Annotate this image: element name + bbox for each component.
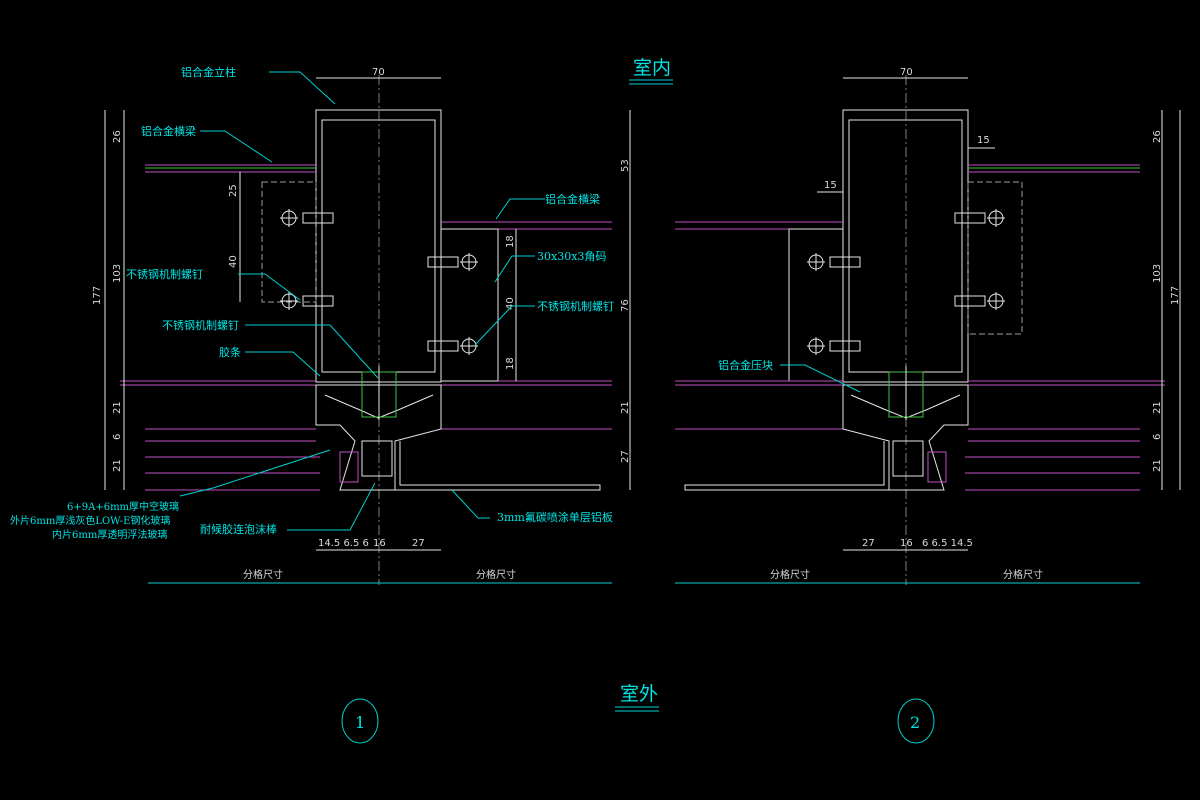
indoor-title: 室内: [633, 57, 671, 79]
label-transom-left: 铝合金横梁: [141, 124, 196, 138]
svg-text:分格尺寸: 分格尺寸: [243, 568, 283, 581]
svg-text:18: 18: [505, 235, 516, 248]
svg-text:18: 18: [505, 357, 516, 370]
svg-text:103: 103: [112, 264, 123, 283]
svg-text:26: 26: [1152, 130, 1163, 143]
svg-text:40: 40: [228, 255, 239, 268]
svg-text:6: 6: [112, 434, 123, 440]
svg-text:分格尺寸: 分格尺寸: [476, 568, 516, 581]
detail-bubble-1: 1: [341, 698, 379, 744]
label-gasket: 胶条: [219, 345, 241, 359]
svg-text:103: 103: [1152, 264, 1163, 283]
label-transom-right: 铝合金横梁: [545, 192, 600, 206]
svg-text:27: 27: [620, 450, 631, 463]
label-pressure-plate: 铝合金压块: [718, 358, 773, 372]
svg-text:6: 6: [1152, 434, 1163, 440]
label-panel: 3mm氟碳喷涂单层铝板: [497, 510, 613, 524]
svg-text:27: 27: [412, 538, 425, 549]
svg-text:2: 2: [910, 713, 920, 732]
svg-text:16: 16: [900, 538, 913, 549]
label-glass-3: 内片6mm厚透明浮法玻璃: [52, 528, 167, 541]
detail-1-section: 70 26 25 40 103 177 21 6 21 53 18 40 18 …: [92, 67, 631, 585]
outdoor-title: 室外: [620, 683, 658, 705]
svg-text:1: 1: [355, 713, 365, 732]
label-screw-left-2: 不锈钢机制螺钉: [162, 318, 239, 332]
label-sealant: 耐候胶连泡沫棒: [200, 522, 277, 536]
label-screw-right: 不锈钢机制螺钉: [537, 299, 614, 313]
svg-text:40: 40: [505, 297, 516, 310]
svg-text:6 6.5 14.5: 6 6.5 14.5: [922, 538, 973, 549]
svg-text:26: 26: [112, 130, 123, 143]
svg-text:分格尺寸: 分格尺寸: [770, 568, 810, 581]
label-mullion: 铝合金立柱: [181, 65, 236, 79]
svg-text:分格尺寸: 分格尺寸: [1003, 568, 1043, 581]
svg-text:15: 15: [977, 135, 990, 146]
svg-text:21: 21: [112, 401, 123, 414]
detail-2-section: 70 15 15 26 103 177 21 6 21 27 16 6 6.5 …: [675, 67, 1181, 585]
svg-text:15: 15: [824, 180, 837, 191]
svg-text:27: 27: [862, 538, 875, 549]
svg-text:21: 21: [1152, 459, 1163, 472]
label-screw-left-1: 不锈钢机制螺钉: [126, 267, 203, 281]
svg-text:25: 25: [228, 184, 239, 197]
detail-bubble-2: 2: [897, 698, 935, 744]
svg-text:14.5 6.5 6: 14.5 6.5 6: [318, 538, 369, 549]
svg-text:70: 70: [900, 67, 913, 78]
svg-text:16: 16: [373, 538, 386, 549]
svg-text:177: 177: [1170, 286, 1181, 305]
svg-text:76: 76: [620, 299, 631, 312]
svg-text:53: 53: [620, 159, 631, 172]
svg-text:70: 70: [372, 67, 385, 78]
svg-text:177: 177: [92, 286, 103, 305]
label-angle-bracket: 30x30x3角码: [537, 250, 606, 263]
svg-text:21: 21: [112, 459, 123, 472]
label-glass-1: 6+9A+6mm厚中空玻璃: [67, 500, 179, 513]
svg-text:21: 21: [620, 401, 631, 414]
label-glass-2: 外片6mm厚浅灰色LOW-E钢化玻璃: [10, 514, 170, 527]
svg-text:21: 21: [1152, 401, 1163, 414]
